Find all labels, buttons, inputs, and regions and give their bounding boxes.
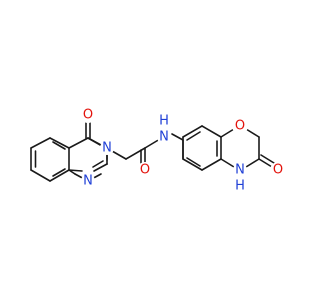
bond (30, 169, 51, 182)
bond (201, 125, 222, 138)
nitrogen-atom: N (100, 141, 114, 156)
oxygen-atom: O (232, 118, 248, 134)
oxazinone-ring (220, 128, 275, 168)
atom-labels: O N N O N H O O (80, 107, 286, 194)
double-bond-inner (186, 131, 201, 141)
bond (68, 169, 83, 172)
benzene-ring-left (30, 137, 70, 182)
oxygen-atom: O (270, 162, 286, 178)
bond (49, 169, 70, 182)
double-bond-inner (52, 141, 66, 150)
atom-n3: N (102, 141, 112, 156)
atom-o-ring: O (235, 119, 245, 134)
bond (49, 137, 70, 149)
hydrogen-atom: H (157, 114, 171, 129)
atom-n-amide: N (159, 130, 169, 145)
linker-chain (111, 133, 184, 164)
atom-h-amide: H (159, 114, 169, 129)
atom-h-lactam: H (235, 179, 245, 194)
atom-n-lactam: N (235, 163, 245, 178)
double-bond-inner (52, 168, 66, 177)
double-bond-inner (186, 157, 201, 167)
bond (220, 158, 235, 168)
carbonyl-bond (260, 154, 275, 164)
structure-canvas: O N N O N H O O (30, 107, 286, 194)
bond (68, 137, 89, 149)
nitrogen-atom: N (81, 174, 95, 189)
atom-o-lactam: O (273, 163, 283, 178)
bond (182, 125, 203, 138)
carbonyl-bond (258, 158, 273, 168)
bond (182, 158, 203, 171)
atom-n1: N (83, 174, 93, 189)
atom-o-amide: O (140, 163, 150, 178)
oxygen-atom: O (80, 107, 96, 123)
molecule-structure: O N N O N H O O (30, 107, 286, 194)
nitrogen-atom: N (233, 163, 247, 178)
bond (111, 150, 127, 160)
oxygen-atom: O (137, 162, 153, 178)
nitrogen-atom: N (157, 130, 171, 145)
bond (87, 137, 103, 147)
atom-o-quinazolinone: O (83, 108, 93, 123)
bond (245, 158, 260, 168)
bond (125, 147, 146, 160)
bond (220, 128, 235, 138)
bond (144, 138, 161, 149)
hydrogen-atom: H (233, 179, 247, 194)
bond (171, 133, 184, 141)
bond (245, 128, 260, 138)
bond (93, 163, 108, 172)
benzene-ring-right (182, 125, 222, 171)
bond (201, 158, 222, 171)
pyrimidinone-ring-precise (68, 137, 108, 172)
bond (30, 137, 51, 149)
double-bond-inner (92, 160, 104, 168)
